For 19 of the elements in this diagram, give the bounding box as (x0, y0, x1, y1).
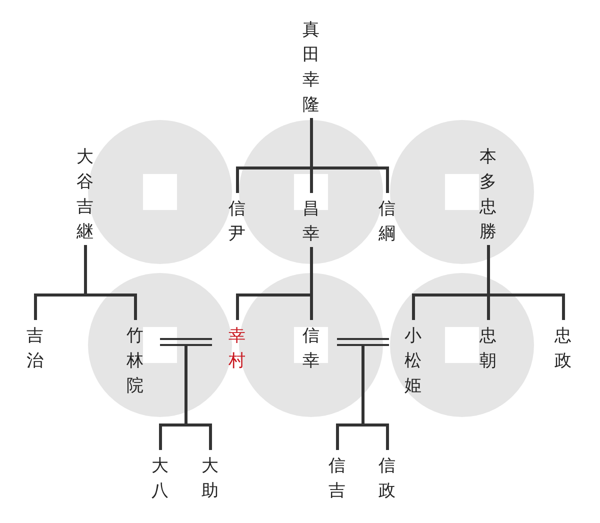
name-label: 小松姫 (404, 324, 422, 399)
name-label: 忠朝 (480, 324, 496, 374)
name-label: 信吉 (328, 454, 346, 504)
marriage-bar (337, 338, 389, 346)
name-label: 信幸 (302, 324, 320, 374)
name-label: 竹林院 (126, 324, 144, 399)
name-label: 信尹 (228, 197, 246, 247)
name-label: 信政 (378, 454, 396, 504)
name-label: 吉治 (26, 324, 44, 374)
name-label: 信綱 (378, 197, 396, 247)
name-label: 本多忠勝 (480, 145, 496, 245)
name-label: 大助 (202, 454, 218, 504)
name-label: 幸村 (228, 324, 246, 374)
marriage-bar (160, 338, 212, 346)
name-label: 大谷吉継 (76, 145, 94, 245)
name-label: 真田幸隆 (302, 18, 320, 118)
name-label: 忠政 (554, 324, 572, 374)
name-label: 昌幸 (302, 197, 320, 247)
name-label: 大八 (152, 454, 168, 504)
